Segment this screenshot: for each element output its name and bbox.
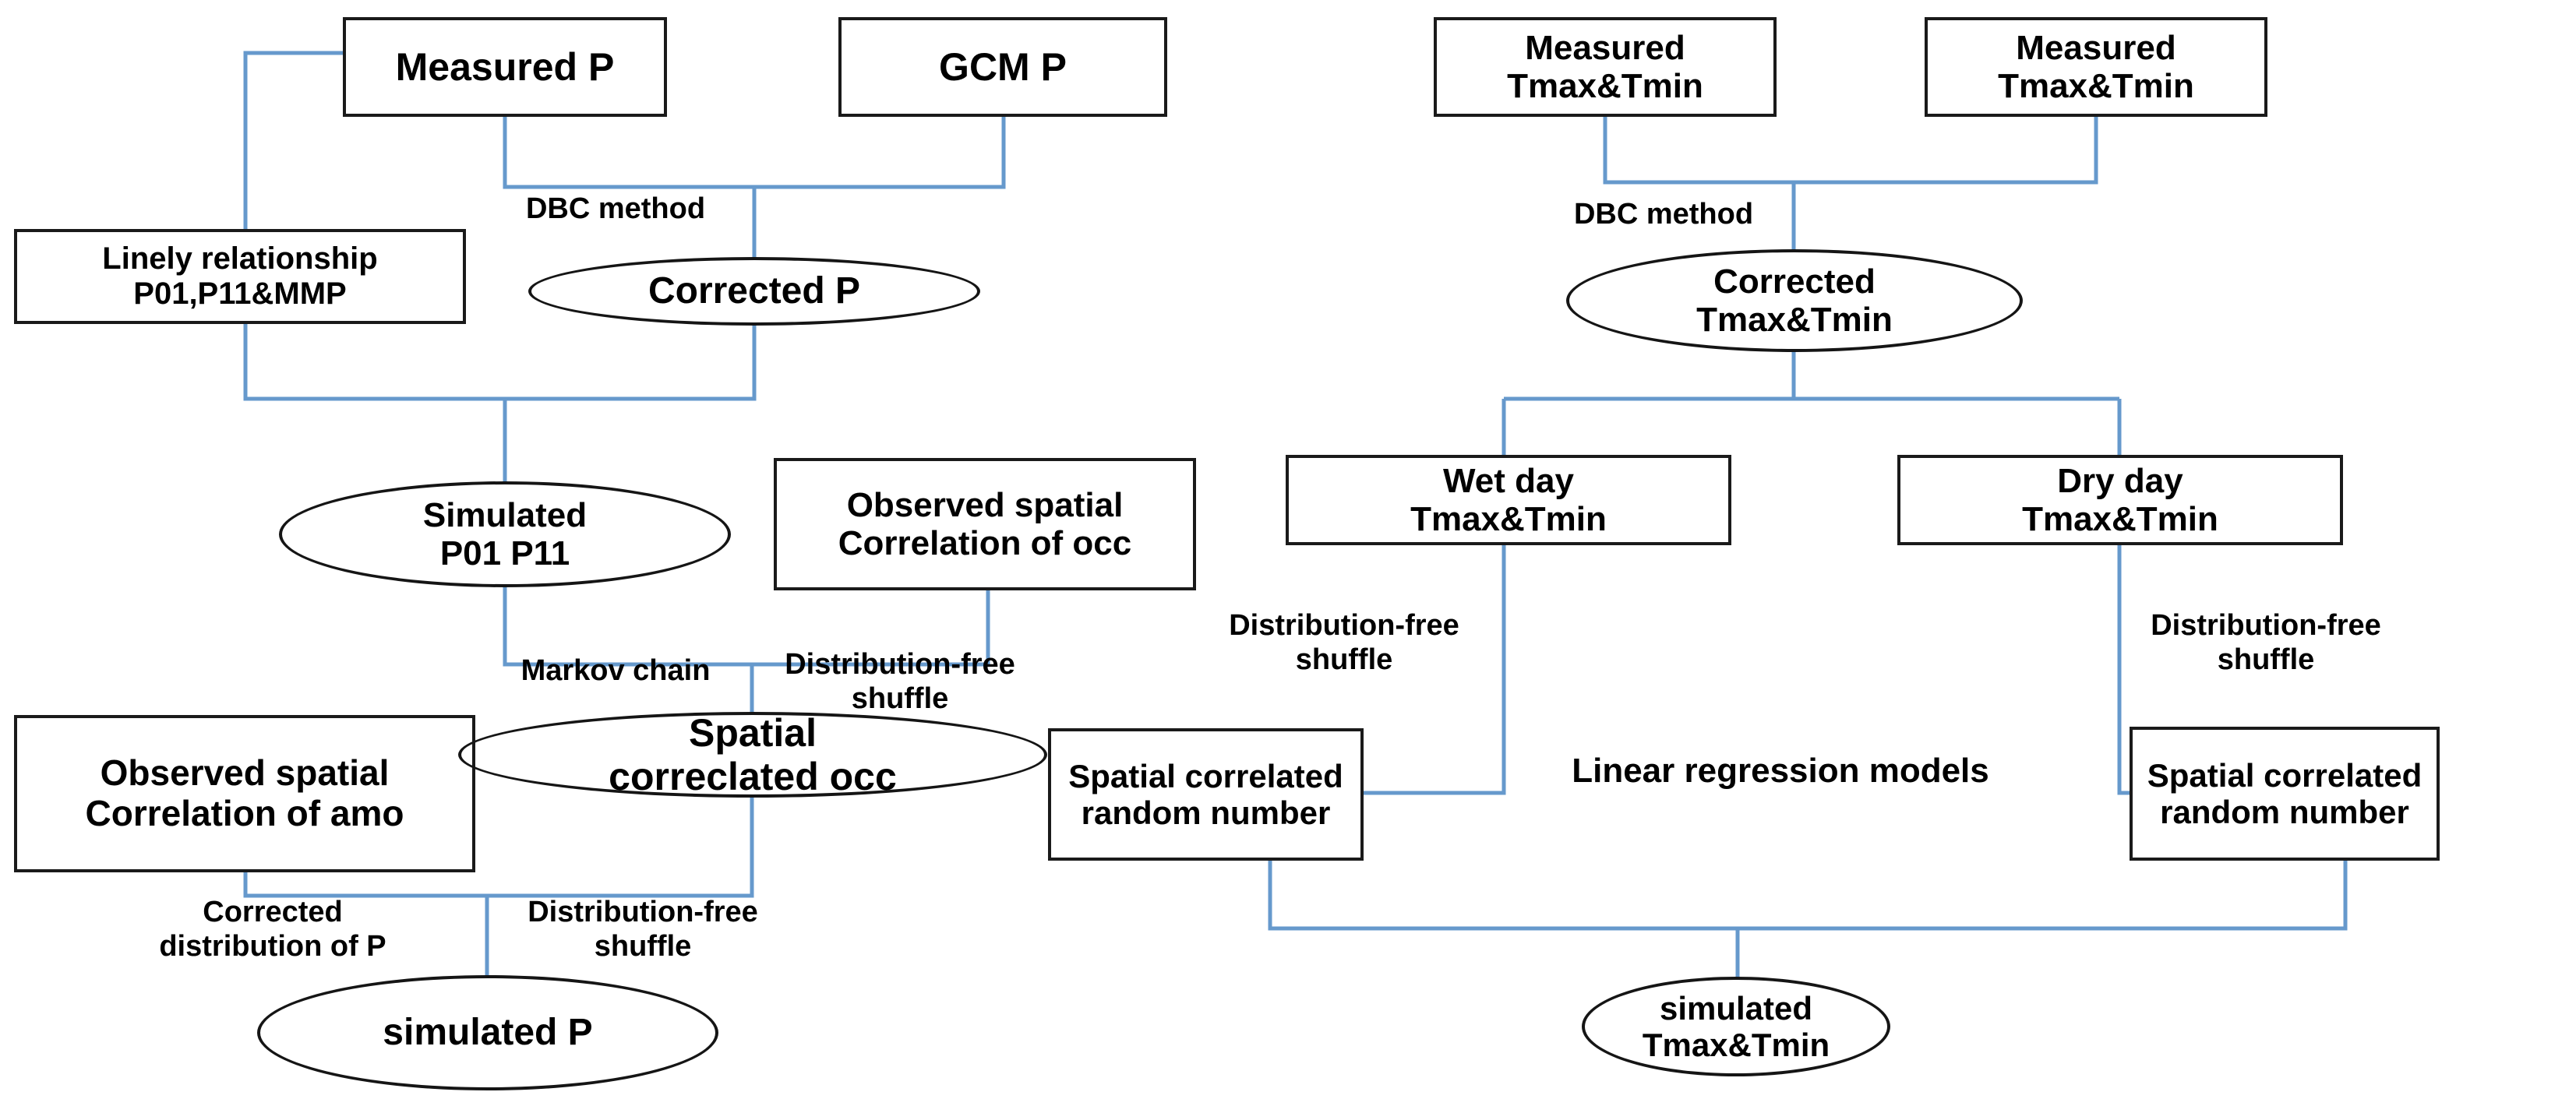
edge-label-shuffle-amo: Distribution-free shuffle [528, 896, 758, 963]
node-measured-tmax-tmin-right[interactable]: Measured Tmax&Tmin [1925, 17, 2267, 117]
edge-measuredt-left-to-bus [1603, 117, 1794, 185]
edge-measuredp-to-bus [503, 117, 754, 189]
node-measured-tmax-tmin-left[interactable]: Measured Tmax&Tmin [1434, 17, 1777, 117]
node-measured-p[interactable]: Measured P [343, 17, 667, 117]
edge-label-dbc-method-t: DBC method [1573, 198, 1754, 231]
edge-spatialocc-to-bus4 [487, 796, 754, 898]
node-simulated-p[interactable]: simulated P [257, 975, 718, 1090]
edge-obscorramo-to-bus4 [243, 872, 487, 898]
node-linely-relationship[interactable]: Linely relationship P01,P11&MMP [14, 229, 466, 324]
node-corrected-tmax-tmin[interactable]: Corrected Tmax&Tmin [1566, 249, 2023, 352]
node-spatial-correclated-occ[interactable]: Spatial correclated occ [458, 711, 1047, 798]
node-gcm-p[interactable]: GCM P [838, 17, 1167, 117]
edge-label-linear-regression: Linear regression models [1572, 752, 1989, 790]
edge-measuredt-right-to-bus [1794, 117, 2098, 185]
node-simulated-p01-p11[interactable]: Simulated P01 P11 [279, 481, 731, 587]
edge-randomright-to-bus [1738, 861, 2348, 931]
node-observed-corr-amo[interactable]: Observed spatial Correlation of amo [14, 715, 475, 872]
edge-linely-to-bus2 [243, 323, 505, 401]
node-dry-day-tmax-tmin[interactable]: Dry day Tmax&Tmin [1897, 455, 2343, 545]
edge-label-markov-chain: Markov chain [520, 654, 711, 687]
node-corrected-p[interactable]: Corrected P [528, 257, 980, 326]
node-random-number-right[interactable]: Spatial correlated random number [2130, 727, 2440, 861]
edge-label-dbc-method-p: DBC method [525, 192, 706, 225]
edge-correctedp-to-bus2 [505, 324, 757, 401]
edge-simulated-p01-to-bus3 [503, 586, 752, 667]
edge-label-shuffle-dry: Distribution-free shuffle [2151, 609, 2381, 676]
edge-label-corrected-distribution: Corrected distribution of P [159, 896, 386, 963]
edge-label-shuffle-wet: Distribution-free shuffle [1229, 609, 1459, 676]
node-random-number-left[interactable]: Spatial correlated random number [1048, 728, 1364, 861]
edge-measuredp-to-linely [243, 51, 343, 229]
edge-gcmp-to-bus [754, 117, 1006, 189]
edge-label-shuffle-occ: Distribution-free shuffle [785, 648, 1015, 715]
node-simulated-tmax-tmin[interactable]: simulated Tmax&Tmin [1582, 977, 1890, 1076]
node-wet-day-tmax-tmin[interactable]: Wet day Tmax&Tmin [1286, 455, 1731, 545]
node-observed-corr-occ[interactable]: Observed spatial Correlation of occ [774, 458, 1196, 590]
edge-randomleft-to-bus [1268, 861, 1738, 931]
